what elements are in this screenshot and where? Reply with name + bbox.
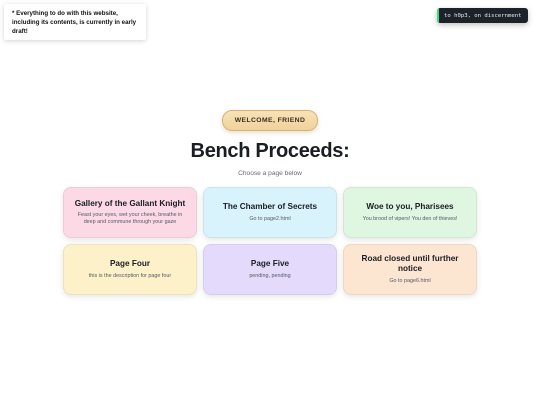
card-title: Woe to you, Pharisees: [366, 202, 454, 212]
welcome-badge: WELCOME, FRIEND: [221, 110, 319, 131]
card-description: Feast your eyes, wet your cheek, breathe…: [77, 212, 183, 226]
hero-section: WELCOME, FRIEND Bench Proceeds: Choose a…: [0, 109, 540, 177]
card-description: this is the description for page four: [88, 272, 172, 279]
draft-notice-text: * Everything to do with this website, in…: [12, 10, 137, 35]
card-title: Road closed until further notice: [361, 254, 459, 273]
card-the-chamber-of-secrets[interactable]: The Chamber of Secrets Go to page2.html: [203, 187, 337, 238]
page-card-grid: Gallery of the Gallant Knight Feast your…: [63, 187, 477, 295]
card-gallery-of-the-gallant-knight[interactable]: Gallery of the Gallant Knight Feast your…: [63, 187, 197, 238]
card-title: Page Four: [109, 259, 151, 269]
draft-notice: * Everything to do with this website, in…: [4, 4, 146, 41]
card-description: Go to page6.html: [389, 277, 431, 284]
card-description: Go to page2.html: [249, 215, 291, 222]
page-subtitle: Choose a page below: [238, 170, 302, 177]
card-title: The Chamber of Secrets: [222, 202, 318, 212]
card-page-five[interactable]: Page Five pending, pending: [203, 244, 337, 295]
card-road-closed[interactable]: Road closed until further notice Go to p…: [343, 244, 477, 295]
page-title: Bench Proceeds:: [190, 140, 350, 162]
card-title: Gallery of the Gallant Knight: [74, 198, 186, 208]
toast-notification[interactable]: to h0p3, on discernment: [437, 8, 528, 23]
card-title: Page Five: [250, 259, 290, 269]
toast-accent-bar: [437, 8, 439, 23]
card-description: pending, pending: [249, 272, 291, 279]
card-description: You brood of vipers! You den of thieves!: [362, 215, 458, 222]
card-page-four[interactable]: Page Four this is the description for pa…: [63, 244, 197, 295]
toast-text: to h0p3, on discernment: [444, 12, 522, 19]
card-woe-to-you-pharisees[interactable]: Woe to you, Pharisees You brood of viper…: [343, 187, 477, 238]
